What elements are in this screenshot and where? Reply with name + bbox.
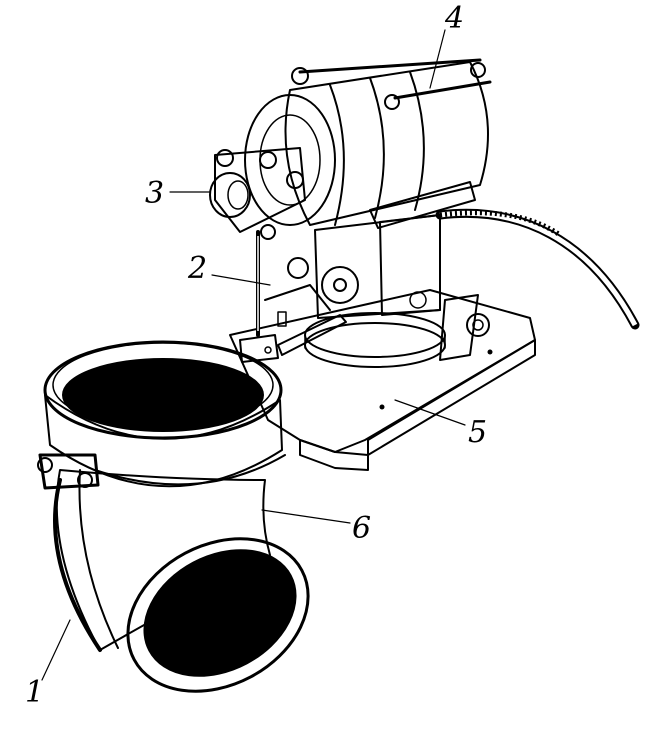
sensor-head <box>209 147 306 240</box>
callout-labels: 4 3 2 5 6 1 <box>25 1 487 710</box>
callout-4: 4 <box>444 1 464 36</box>
cable <box>435 208 640 330</box>
push-rod <box>239 230 347 363</box>
leader-lines <box>41 29 466 681</box>
outlet-opening <box>126 537 310 693</box>
inlet-ring <box>43 340 283 488</box>
callout-2: 2 <box>187 251 207 286</box>
callout-6: 6 <box>352 511 371 546</box>
callout-1: 1 <box>25 675 44 710</box>
gearbox-housing <box>314 214 441 319</box>
clamp-band <box>37 453 286 652</box>
base-plate <box>229 289 536 471</box>
electric-motor <box>244 58 492 229</box>
turntable <box>304 312 446 368</box>
callout-3: 3 <box>145 176 164 211</box>
callout-5: 5 <box>468 415 487 450</box>
